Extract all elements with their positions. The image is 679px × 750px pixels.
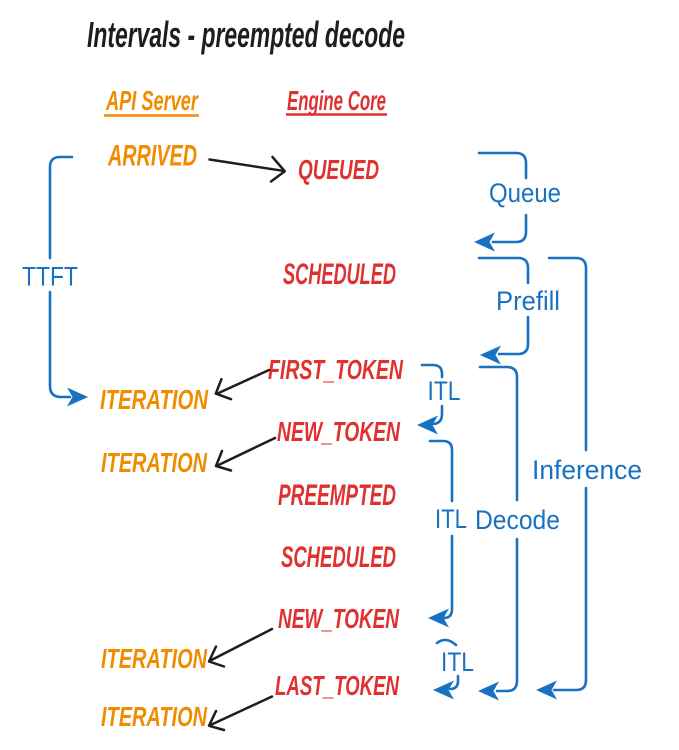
svg-text:ITL: ITL: [441, 647, 474, 677]
svg-text:SCHEDULED: SCHEDULED: [283, 258, 396, 291]
svg-text:Inference: Inference: [532, 455, 642, 485]
svg-text:Intervals - preempted decode: Intervals - preempted decode: [87, 14, 405, 55]
svg-text:Queue: Queue: [489, 178, 561, 208]
svg-text:ARRIVED: ARRIVED: [107, 140, 197, 173]
svg-text:PREEMPTED: PREEMPTED: [278, 479, 396, 512]
svg-text:TTFT: TTFT: [22, 262, 78, 292]
svg-text:ITERATION: ITERATION: [101, 643, 208, 674]
svg-text:LAST_TOKEN: LAST_TOKEN: [275, 670, 400, 701]
svg-text:ITERATION: ITERATION: [101, 447, 208, 478]
svg-text:API Server: API Server: [105, 85, 199, 116]
svg-text:FIRST_TOKEN: FIRST_TOKEN: [268, 354, 404, 385]
svg-text:SCHEDULED: SCHEDULED: [281, 541, 396, 574]
svg-text:NEW_TOKEN: NEW_TOKEN: [277, 416, 401, 447]
svg-text:Engine Core: Engine Core: [287, 85, 386, 116]
svg-text:QUEUED: QUEUED: [298, 154, 379, 185]
svg-text:NEW_TOKEN: NEW_TOKEN: [278, 603, 400, 634]
svg-text:ITL: ITL: [435, 504, 467, 534]
svg-text:ITERATION: ITERATION: [101, 701, 208, 732]
svg-text:ITL: ITL: [428, 376, 461, 406]
svg-text:Decode: Decode: [475, 505, 560, 535]
svg-text:Prefill: Prefill: [496, 286, 560, 316]
svg-text:ITERATION: ITERATION: [100, 384, 209, 415]
